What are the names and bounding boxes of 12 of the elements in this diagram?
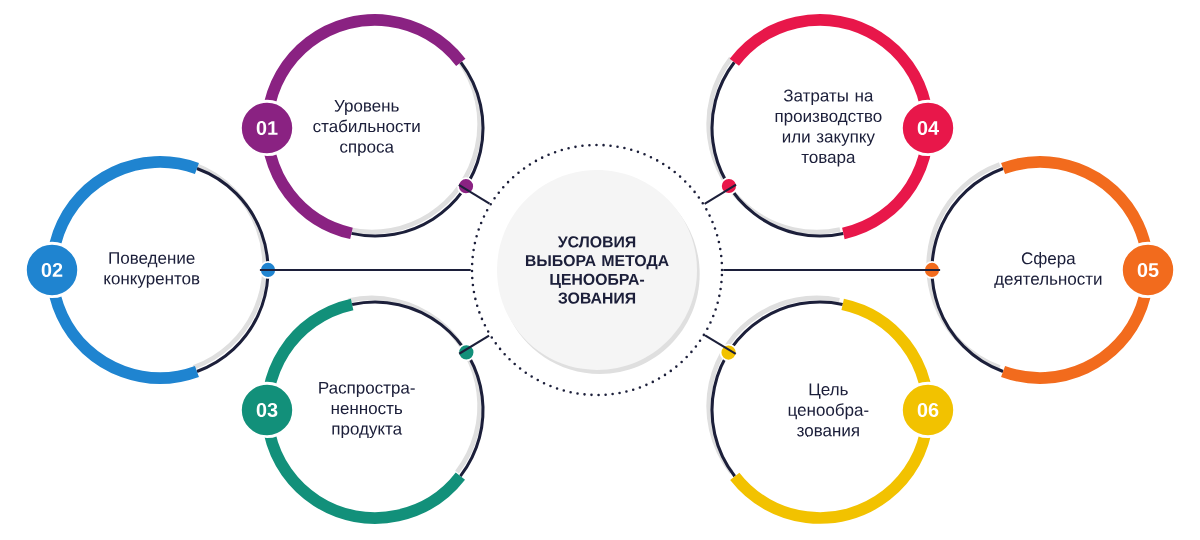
connector-line [259, 268, 471, 272]
connector-line [723, 268, 941, 272]
number-badge: 05 [1119, 241, 1177, 299]
number-badge: 03 [238, 381, 296, 439]
number-badge: 01 [238, 99, 296, 157]
number-badge: 06 [899, 381, 957, 439]
connector-line [704, 334, 737, 355]
connector-line [458, 334, 490, 355]
connector-line [458, 183, 491, 205]
number-badge: 02 [23, 241, 81, 299]
number-badge: 04 [899, 99, 957, 157]
connector-line [704, 183, 737, 205]
